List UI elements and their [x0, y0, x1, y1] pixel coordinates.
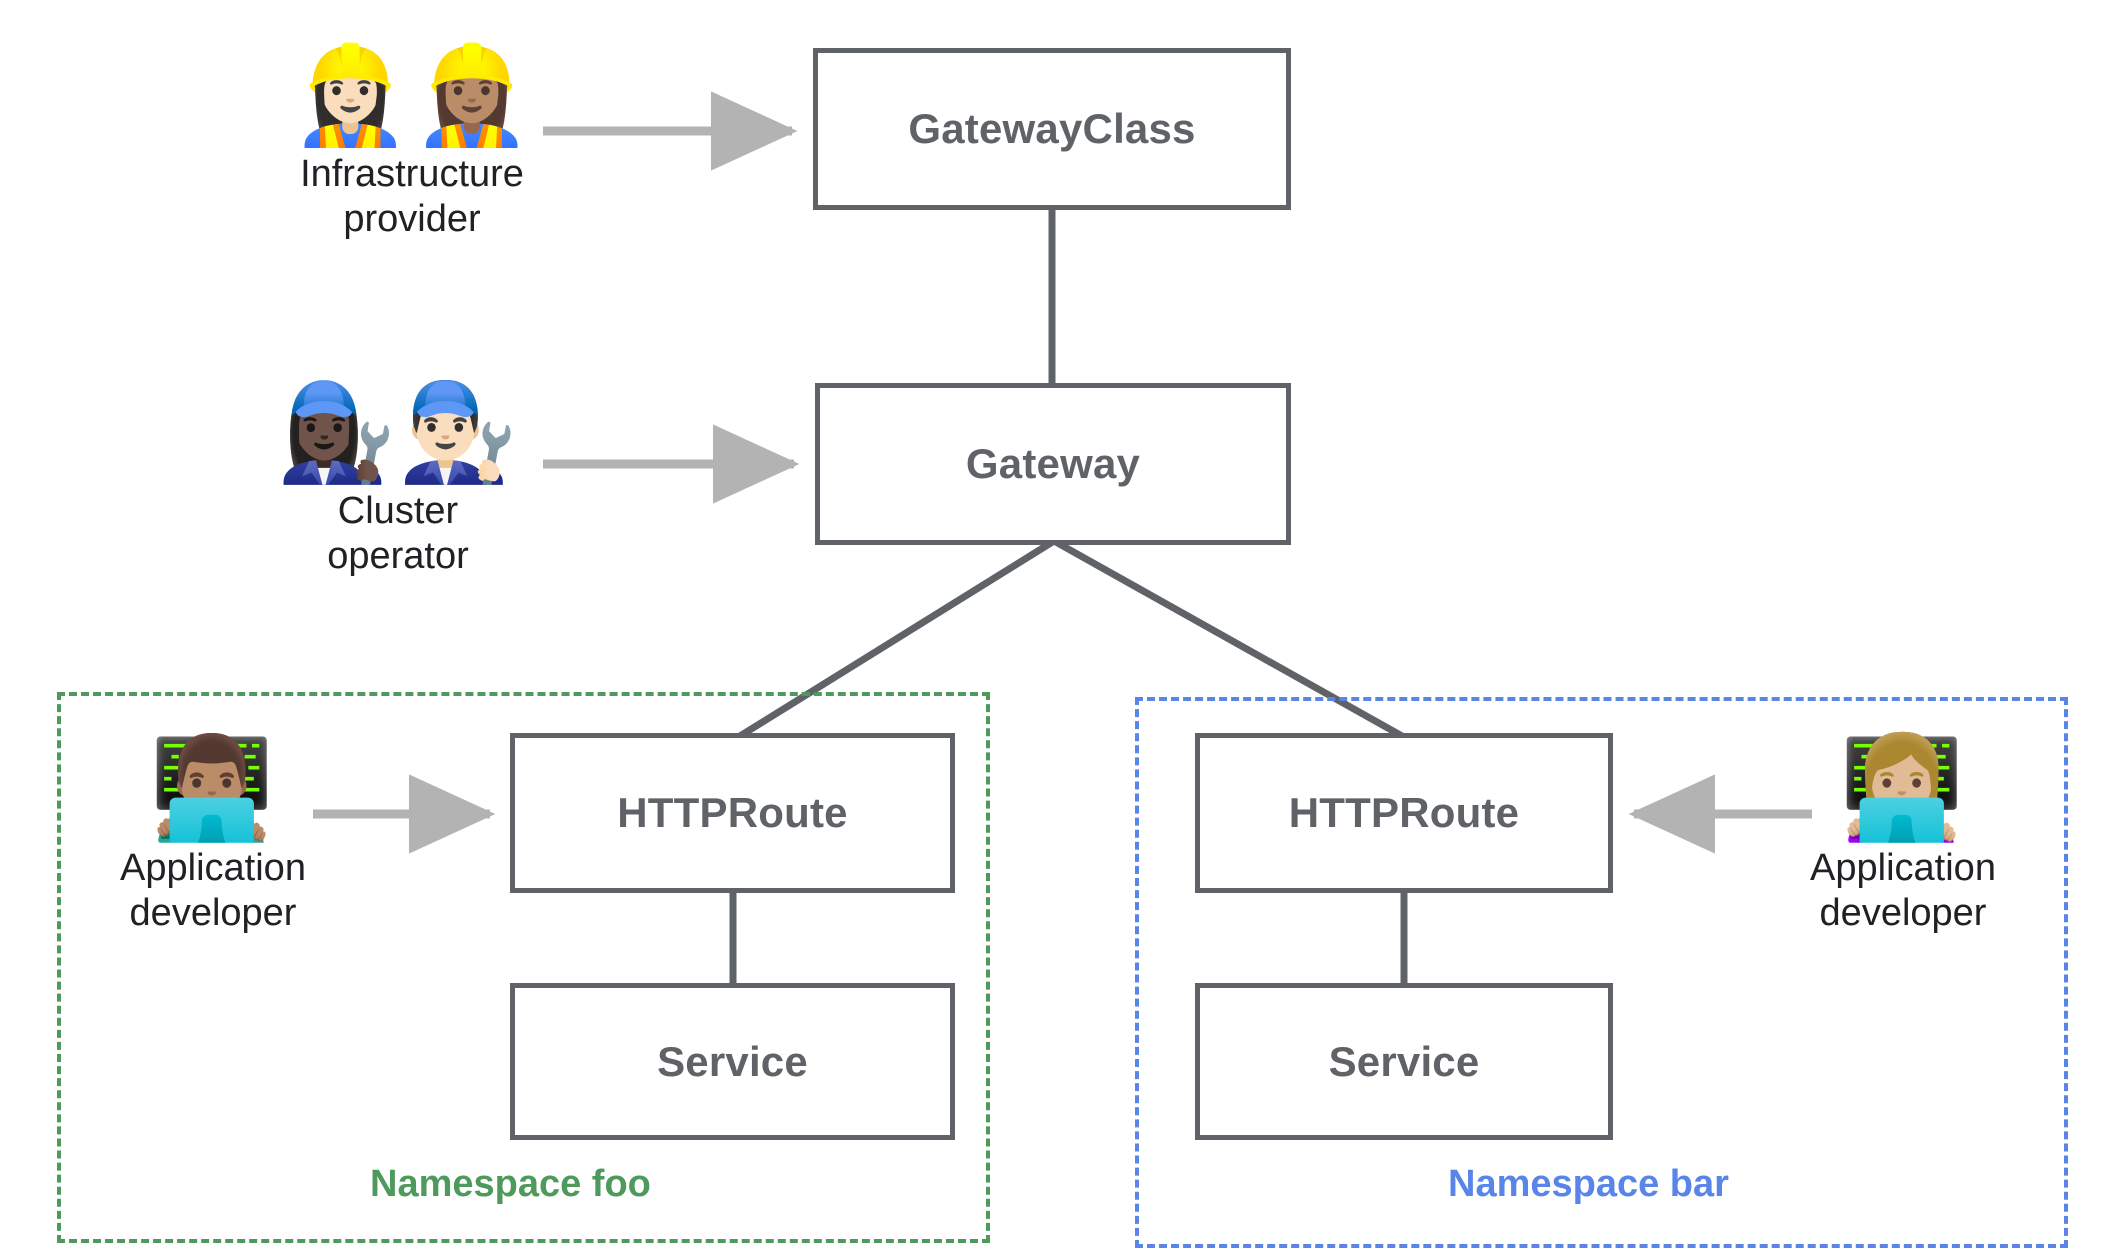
node-gateway-label: Gateway: [965, 440, 1141, 487]
persona-application-developer-bar-label: Application developer: [1810, 847, 1996, 934]
namespace-box-foo: [57, 692, 990, 1243]
namespace-box-bar: [1135, 697, 2068, 1248]
persona-infrastructure-provider-label: Infrastructure provider: [300, 152, 524, 240]
construction-worker-emoji: 👷🏻‍♀️👷🏽‍♀️: [290, 39, 534, 151]
node-gatewayclass[interactable]: GatewayClass: [813, 48, 1291, 210]
node-gatewayclass-label: GatewayClass: [908, 105, 1196, 152]
node-httproute-bar-label: HTTPRoute: [1288, 789, 1520, 836]
persona-cluster-operator-label: Cluster operator: [327, 489, 469, 577]
node-service-foo-label: Service: [657, 1037, 808, 1085]
persona-application-developer-bar: 👩🏼‍💻 Application developer: [1793, 735, 2013, 936]
technologist-emoji: 👨🏽‍💻: [149, 729, 277, 846]
node-service-foo[interactable]: Service: [510, 983, 955, 1140]
mechanic-emoji: 👩🏿‍🔧👨🏻‍🔧: [276, 376, 520, 488]
node-service-bar[interactable]: Service: [1195, 983, 1613, 1140]
node-httproute-foo[interactable]: HTTPRoute: [510, 733, 955, 893]
persona-application-developer-foo: 👨🏽‍💻 Application developer: [103, 735, 323, 936]
persona-application-developer-foo-label: Application developer: [120, 847, 306, 934]
persona-cluster-operator: 👩🏿‍🔧👨🏻‍🔧 Cluster operator: [268, 382, 528, 578]
node-httproute-bar[interactable]: HTTPRoute: [1195, 733, 1613, 893]
namespace-label-foo: Namespace foo: [370, 1163, 651, 1205]
persona-infrastructure-provider: 👷🏻‍♀️👷🏽‍♀️ Infrastructure provider: [282, 45, 542, 241]
node-service-bar-label: Service: [1328, 1037, 1480, 1085]
namespace-label-bar: Namespace bar: [1448, 1163, 1729, 1205]
technologist-emoji: 👩🏼‍💻: [1839, 729, 1967, 846]
node-httproute-foo-label: HTTPRoute: [617, 789, 848, 836]
node-gateway[interactable]: Gateway: [815, 383, 1291, 545]
